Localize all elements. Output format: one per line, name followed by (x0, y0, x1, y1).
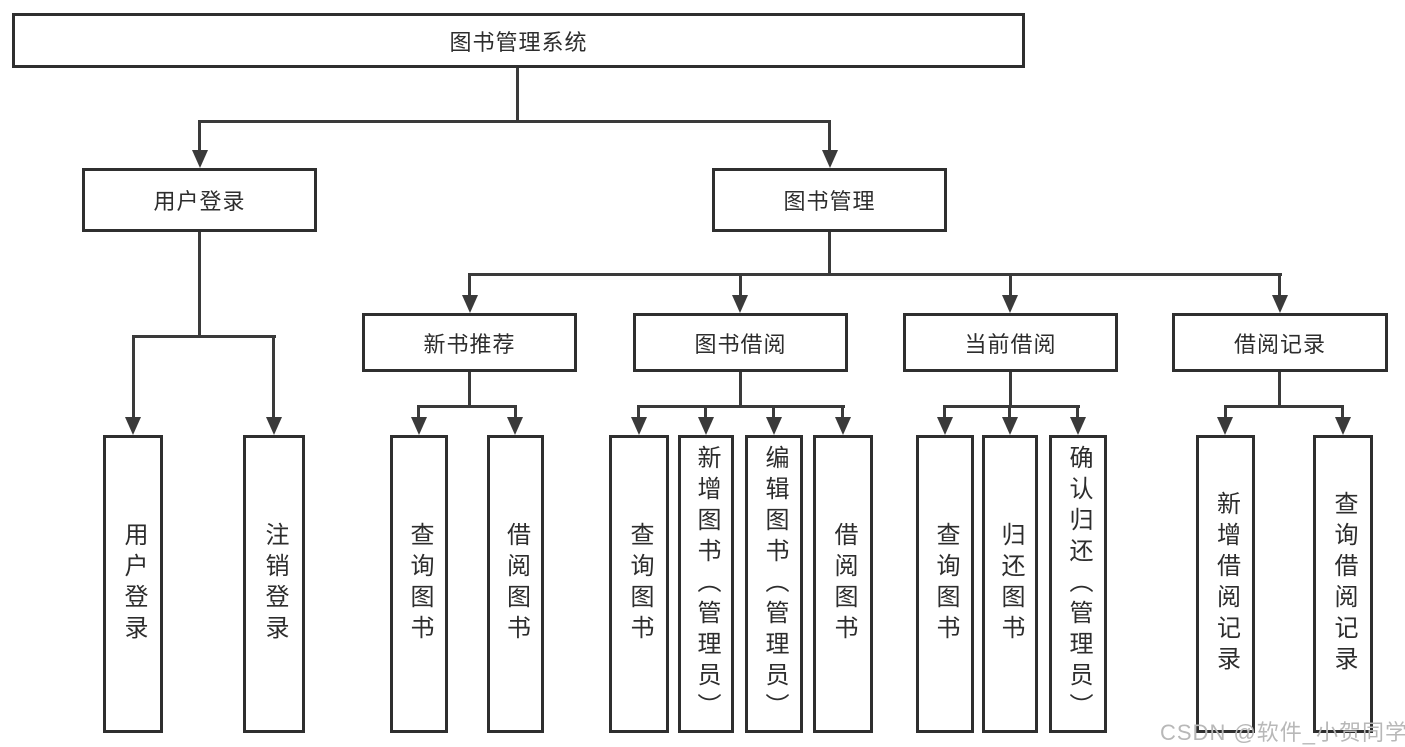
node-user-login: 用户登录 (82, 168, 317, 232)
node-borrowing-records: 借阅记录 (1172, 313, 1388, 372)
arrowhead-leaf-logout (266, 417, 282, 435)
leaf-label: 编辑图书（管理员） (761, 444, 788, 724)
arrowhead-cur-return (1002, 417, 1018, 435)
leaf-label: 归还图书 (997, 522, 1024, 646)
connector-current-trunk (1009, 372, 1012, 405)
leaf-return-books: 归还图书 (982, 435, 1038, 733)
connector-stem-bor-borrow (841, 405, 844, 419)
leaf-logout-login: 注销登录 (243, 435, 305, 733)
connector-stem-leaf-user-login (132, 335, 135, 417)
leaf-label: 查询图书 (626, 522, 653, 646)
arrowhead-rec-query (411, 417, 427, 435)
arrowhead-rec-add-record (1217, 417, 1233, 435)
connector-book-management-trunk (828, 232, 831, 273)
node-book-management: 图书管理 (712, 168, 947, 232)
connector-stem-rec-query-record (1341, 405, 1344, 419)
arrowhead-bor-borrow (835, 417, 851, 435)
leaf-label: 用户登录 (120, 522, 147, 646)
connector-stem-rec-borrow (514, 405, 517, 419)
node-current-borrowing: 当前借阅 (903, 313, 1118, 372)
connector-level2-branch (198, 120, 831, 123)
leaf-query-books-current: 查询图书 (916, 435, 974, 733)
connector-stem-cur-confirm (1076, 405, 1079, 419)
arrowhead-rec-borrow (507, 417, 523, 435)
connector-stem-bor-add (704, 405, 707, 419)
connector-borrowing-trunk (739, 372, 742, 405)
node-new-book-recommendation: 新书推荐 (362, 313, 577, 372)
connector-stem-cur-query (943, 405, 946, 419)
connector-records-branch (1224, 405, 1344, 408)
arrowhead-borrowing-records (1272, 295, 1288, 313)
arrowhead-rec-query-record (1335, 417, 1351, 435)
arrowhead-book-management (822, 150, 838, 168)
leaf-user-login: 用户登录 (103, 435, 163, 733)
leaf-query-borrow-record: 查询借阅记录 (1313, 435, 1373, 733)
connector-stem-current-borrowing (1009, 273, 1012, 295)
leaf-borrow-books-recommend: 借阅图书 (487, 435, 544, 733)
connector-recommendation-branch (417, 405, 517, 408)
node-label: 图书借阅 (694, 331, 787, 357)
leaf-query-books-recommend: 查询图书 (390, 435, 448, 733)
connector-stem-bor-query (637, 405, 640, 419)
connector-stem-borrowing-records (1278, 273, 1281, 295)
arrowhead-bor-edit (766, 417, 782, 435)
connector-stem-rec-add-record (1224, 405, 1227, 419)
node-label: 图书管理 (783, 189, 876, 214)
connector-user-login-branch (132, 335, 276, 338)
connector-records-trunk (1278, 372, 1281, 405)
connector-stem-user-login (198, 120, 201, 150)
node-label: 当前借阅 (964, 331, 1057, 357)
node-label: 图书管理系统 (449, 29, 588, 55)
leaf-label: 新增借阅记录 (1212, 491, 1240, 677)
arrowhead-book-borrowing (732, 295, 748, 313)
connector-root-trunk (516, 68, 519, 120)
connector-borrowing-branch (637, 405, 845, 408)
leaf-label: 注销登录 (261, 522, 288, 646)
arrowhead-cur-confirm (1070, 417, 1086, 435)
leaf-add-borrow-record: 新增借阅记录 (1196, 435, 1255, 733)
csdn-watermark: CSDN @软件_小贺同学 (1160, 720, 1405, 745)
arrowhead-user-login (192, 150, 208, 168)
connector-stem-rec-query (417, 405, 420, 419)
leaf-label: 查询借阅记录 (1330, 491, 1357, 677)
node-library-management-system: 图书管理系统 (12, 13, 1025, 68)
arrowhead-cur-query (937, 417, 953, 435)
connector-recommendation-trunk (468, 372, 471, 405)
leaf-label: 新增图书（管理员） (693, 444, 720, 724)
node-label: 借阅记录 (1233, 331, 1326, 357)
leaf-label: 查询图书 (932, 522, 959, 646)
connector-stem-new-book-recommendation (468, 273, 471, 295)
leaf-label: 确认归还（管理员） (1065, 444, 1092, 724)
leaf-edit-books-admin: 编辑图书（管理员） (745, 435, 803, 733)
connector-stem-leaf-logout (272, 335, 275, 417)
connector-user-login-trunk (198, 232, 201, 335)
leaf-label: 借阅图书 (502, 522, 530, 646)
connector-stem-book-management (828, 120, 831, 150)
arrowhead-bor-add (698, 417, 714, 435)
leaf-borrow-books-borrowing: 借阅图书 (813, 435, 873, 733)
connector-stem-book-borrowing (739, 273, 742, 295)
connector-current-branch (943, 405, 1080, 408)
leaf-query-books-borrowing: 查询图书 (609, 435, 669, 733)
leaf-label: 借阅图书 (830, 522, 857, 646)
arrowhead-current-borrowing (1002, 295, 1018, 313)
leaf-add-books-admin: 新增图书（管理员） (678, 435, 734, 733)
node-book-borrowing: 图书借阅 (633, 313, 848, 372)
leaf-confirm-return-admin: 确认归还（管理员） (1049, 435, 1107, 733)
node-label: 用户登录 (153, 189, 246, 214)
connector-stem-bor-edit (772, 405, 775, 419)
arrowhead-leaf-user-login (125, 417, 141, 435)
node-label: 新书推荐 (423, 331, 516, 357)
arrowhead-new-book-recommendation (462, 295, 478, 313)
arrowhead-bor-query (631, 417, 647, 435)
connector-stem-cur-return (1008, 405, 1011, 419)
leaf-label: 查询图书 (406, 522, 433, 646)
connector-level3-branch (468, 273, 1282, 276)
